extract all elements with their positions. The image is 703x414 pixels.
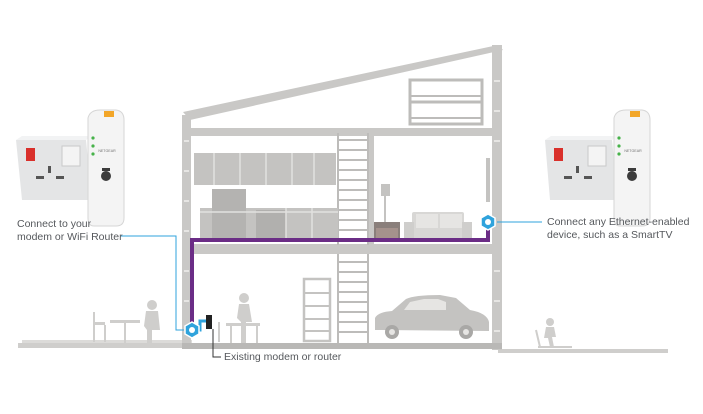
red-switch-icon [26,148,35,161]
house-shell [182,45,503,350]
adapter-node-downstairs [184,321,200,339]
adapter-logo-right: NETGEAR [624,149,642,153]
callout-right-line1: Connect any Ethernet-enabled [547,216,690,228]
adapter-node-upstairs [480,213,496,231]
callout-left-line2: modem or WiFi Router [17,231,123,243]
living-room [374,158,490,242]
stairs [337,133,369,343]
modem-router [206,315,212,329]
callout-right-line2: device, such as a SmartTV [547,229,673,241]
callout-bottom: Existing modem or router [224,351,341,364]
powerline-adapter-left: NETGEAR [16,109,125,227]
people [93,293,572,348]
garage [302,277,489,343]
powerline-adapter-right: NETGEAR [545,109,651,227]
bunk-bed [408,78,484,126]
kitchen [194,153,338,242]
powerline-connection [190,222,490,330]
callout-right: Connect any Ethernet-enabled device, suc… [547,216,689,242]
callout-left: Connect to your modem or WiFi Router [17,218,123,244]
callout-left-line1: Connect to your [17,218,92,230]
adapter-logo-left: NETGEAR [98,149,116,153]
ground [18,340,668,353]
callout-lines [120,221,542,358]
callout-bottom-text: Existing modem or router [224,351,342,363]
red-switch-icon [554,148,563,161]
